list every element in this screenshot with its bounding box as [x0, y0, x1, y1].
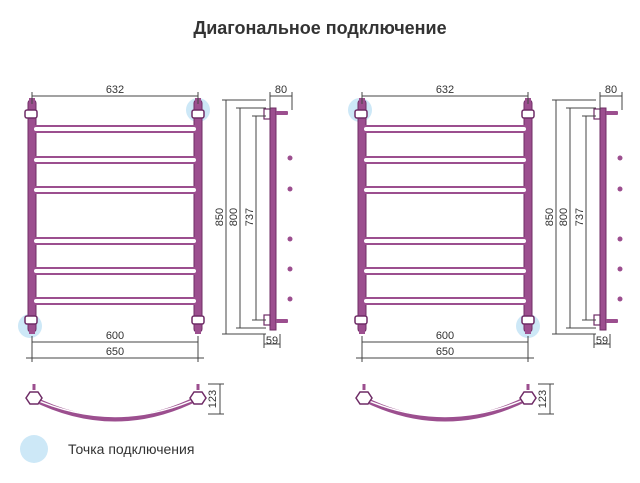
- right-diagram: 632 600 650 850 800 737 80 59 123: [348, 84, 624, 419]
- dim-depth-bottom: 59: [266, 335, 278, 347]
- diagram-title: Диагональное подключение: [193, 18, 447, 38]
- dim-top-width: 632: [106, 84, 124, 96]
- dim-height-800: 800: [558, 208, 570, 226]
- left-diagram: 632 600 650 850 800 737 80 59 123: [18, 84, 294, 419]
- connection-point-legend-icon: [20, 435, 48, 463]
- dim-inner-width: 600: [106, 330, 124, 342]
- dim-height-737: 737: [244, 208, 256, 226]
- dim-top-width: 632: [436, 84, 454, 96]
- dim-depth-top: 80: [275, 84, 287, 96]
- dim-height-737: 737: [574, 208, 586, 226]
- dim-height-800: 800: [228, 208, 240, 226]
- dim-depth-top: 80: [605, 84, 617, 96]
- legend-label: Точка подключения: [68, 441, 195, 457]
- towel-rail-front-view: [354, 97, 535, 335]
- dim-arc-depth: 123: [537, 390, 549, 408]
- towel-rail-side-view: [593, 107, 624, 331]
- towel-rail-side-view: [263, 107, 294, 331]
- dim-height-total: 850: [214, 208, 226, 226]
- legend: Точка подключения: [20, 434, 194, 464]
- towel-rail-front-view: [24, 97, 205, 335]
- towel-rail-top-view: [356, 384, 536, 419]
- dim-height-total: 850: [544, 208, 556, 226]
- dim-outer-width: 650: [106, 346, 124, 358]
- dim-arc-depth: 123: [207, 390, 219, 408]
- dim-depth-bottom: 59: [596, 335, 608, 347]
- towel-rail-top-view: [26, 384, 206, 419]
- dim-outer-width: 650: [436, 346, 454, 358]
- dim-inner-width: 600: [436, 330, 454, 342]
